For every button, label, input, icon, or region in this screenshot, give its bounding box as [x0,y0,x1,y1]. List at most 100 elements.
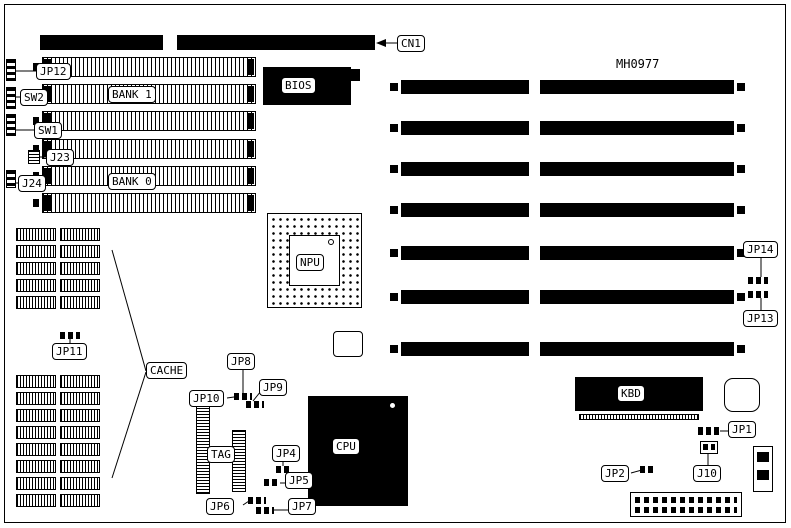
cache-sram-chip [16,279,56,292]
slot-end-pad [737,249,745,257]
isa-slot-segment [401,80,529,94]
slot-end-pad [737,124,745,132]
jp12-header [6,59,16,81]
label-bank1: BANK 1 [108,86,156,103]
jp7-jumper [256,507,274,514]
slot-end-pad [737,345,745,353]
label-sw2: SW2 [20,89,48,106]
label-npu: NPU [296,254,324,271]
j24-header [6,170,16,188]
cn1-connector-left [40,35,163,50]
simm-pad [33,145,39,153]
cache-sram-chip [60,494,100,507]
j23-header [28,150,40,164]
pin-header-row [635,507,737,513]
cache-sram-chip [60,262,100,275]
slot-end-pad [737,293,745,301]
label-j10: J10 [693,465,721,482]
jp6-jumper [248,497,266,504]
simm-pad [33,117,39,125]
cache-sram-chip [16,262,56,275]
slot-end-pad [390,249,398,257]
label-jp2: JP2 [601,465,629,482]
isa-slot-segment [540,162,734,176]
label-jp1: JP1 [728,421,756,438]
cn1-arrowhead-icon [376,39,386,47]
cpu-pin1-marker [389,402,396,409]
label-jp12: JP12 [36,63,71,80]
label-bios: BIOS [281,77,316,94]
isa-slot-segment [540,121,734,135]
sw2-dip-switch [6,87,16,109]
slot-end-pad [737,83,745,91]
cache-sram-chip [16,409,56,422]
cache-sram-chip [16,443,56,456]
isa-slot-segment [401,203,529,217]
crystal-oscillator [333,331,363,357]
jp14-jumper [748,277,768,284]
isa-slot-segment [401,246,529,260]
cache-sram-chip [60,279,100,292]
label-jp9: JP9 [259,379,287,396]
cache-sram-chip [16,460,56,473]
isa-slot-segment [401,290,529,304]
slot-end-pad [390,124,398,132]
npu-pin1-marker [328,239,334,245]
cache-sram-chip [60,443,100,456]
jp5-jumper [264,479,280,486]
label-jp11: JP11 [52,343,87,360]
label-jp13: JP13 [743,310,778,327]
cache-sram-chip [60,392,100,405]
label-jp14: JP14 [743,241,778,258]
label-cpu: CPU [332,438,360,455]
cache-sram-chip [16,392,56,405]
jp9-jumper [246,401,264,408]
isa-slot-segment [540,246,734,260]
jp4-jumper [276,466,292,473]
cn1-connector-right [177,35,375,50]
kbd-socket-strip [579,414,699,420]
slot-end-pad [737,165,745,173]
j10-pins [703,444,715,450]
slot-end-pad [390,345,398,353]
cache-sram-chip [60,409,100,422]
isa-slot-segment [540,342,734,356]
simm-pad [33,199,39,207]
label-cn1: CN1 [397,35,425,52]
cache-sram-chip [16,228,56,241]
power-connector-pin [757,452,769,462]
label-cache: CACHE [146,362,188,379]
sw1-dip-switch [6,114,16,136]
slot-end-pad [390,83,398,91]
cache-sram-chip [60,245,100,258]
slot-end-pad [390,206,398,214]
label-jp4: JP4 [272,445,300,462]
label-jp8: JP8 [227,353,255,370]
label-sw1: SW1 [34,122,62,139]
label-jp5: JP5 [285,472,313,489]
jp13-jumper [748,291,768,298]
jp11-jumper [60,332,80,339]
jp1-jumper [698,427,720,435]
jp8-jumper [234,393,252,400]
label-jp7: JP7 [288,498,316,515]
isa-slot-segment [540,203,734,217]
cache-sram-chip [60,426,100,439]
simm-socket [42,111,256,131]
cache-sram-chip [16,375,56,388]
isa-slot-segment [401,162,529,176]
slot-end-pad [737,206,745,214]
diagram-border [4,4,786,523]
isa-slot-segment [401,121,529,135]
cache-sram-chip [16,477,56,490]
label-jp10: JP10 [189,390,224,407]
isa-slot-segment [401,342,529,356]
cache-sram-chip [60,460,100,473]
cache-sram-chip [16,494,56,507]
cache-sram-chip [60,228,100,241]
label-bank0: BANK 0 [108,173,156,190]
slot-end-pad [390,293,398,301]
isa-slot-segment [540,80,734,94]
label-j24: J24 [18,175,46,192]
